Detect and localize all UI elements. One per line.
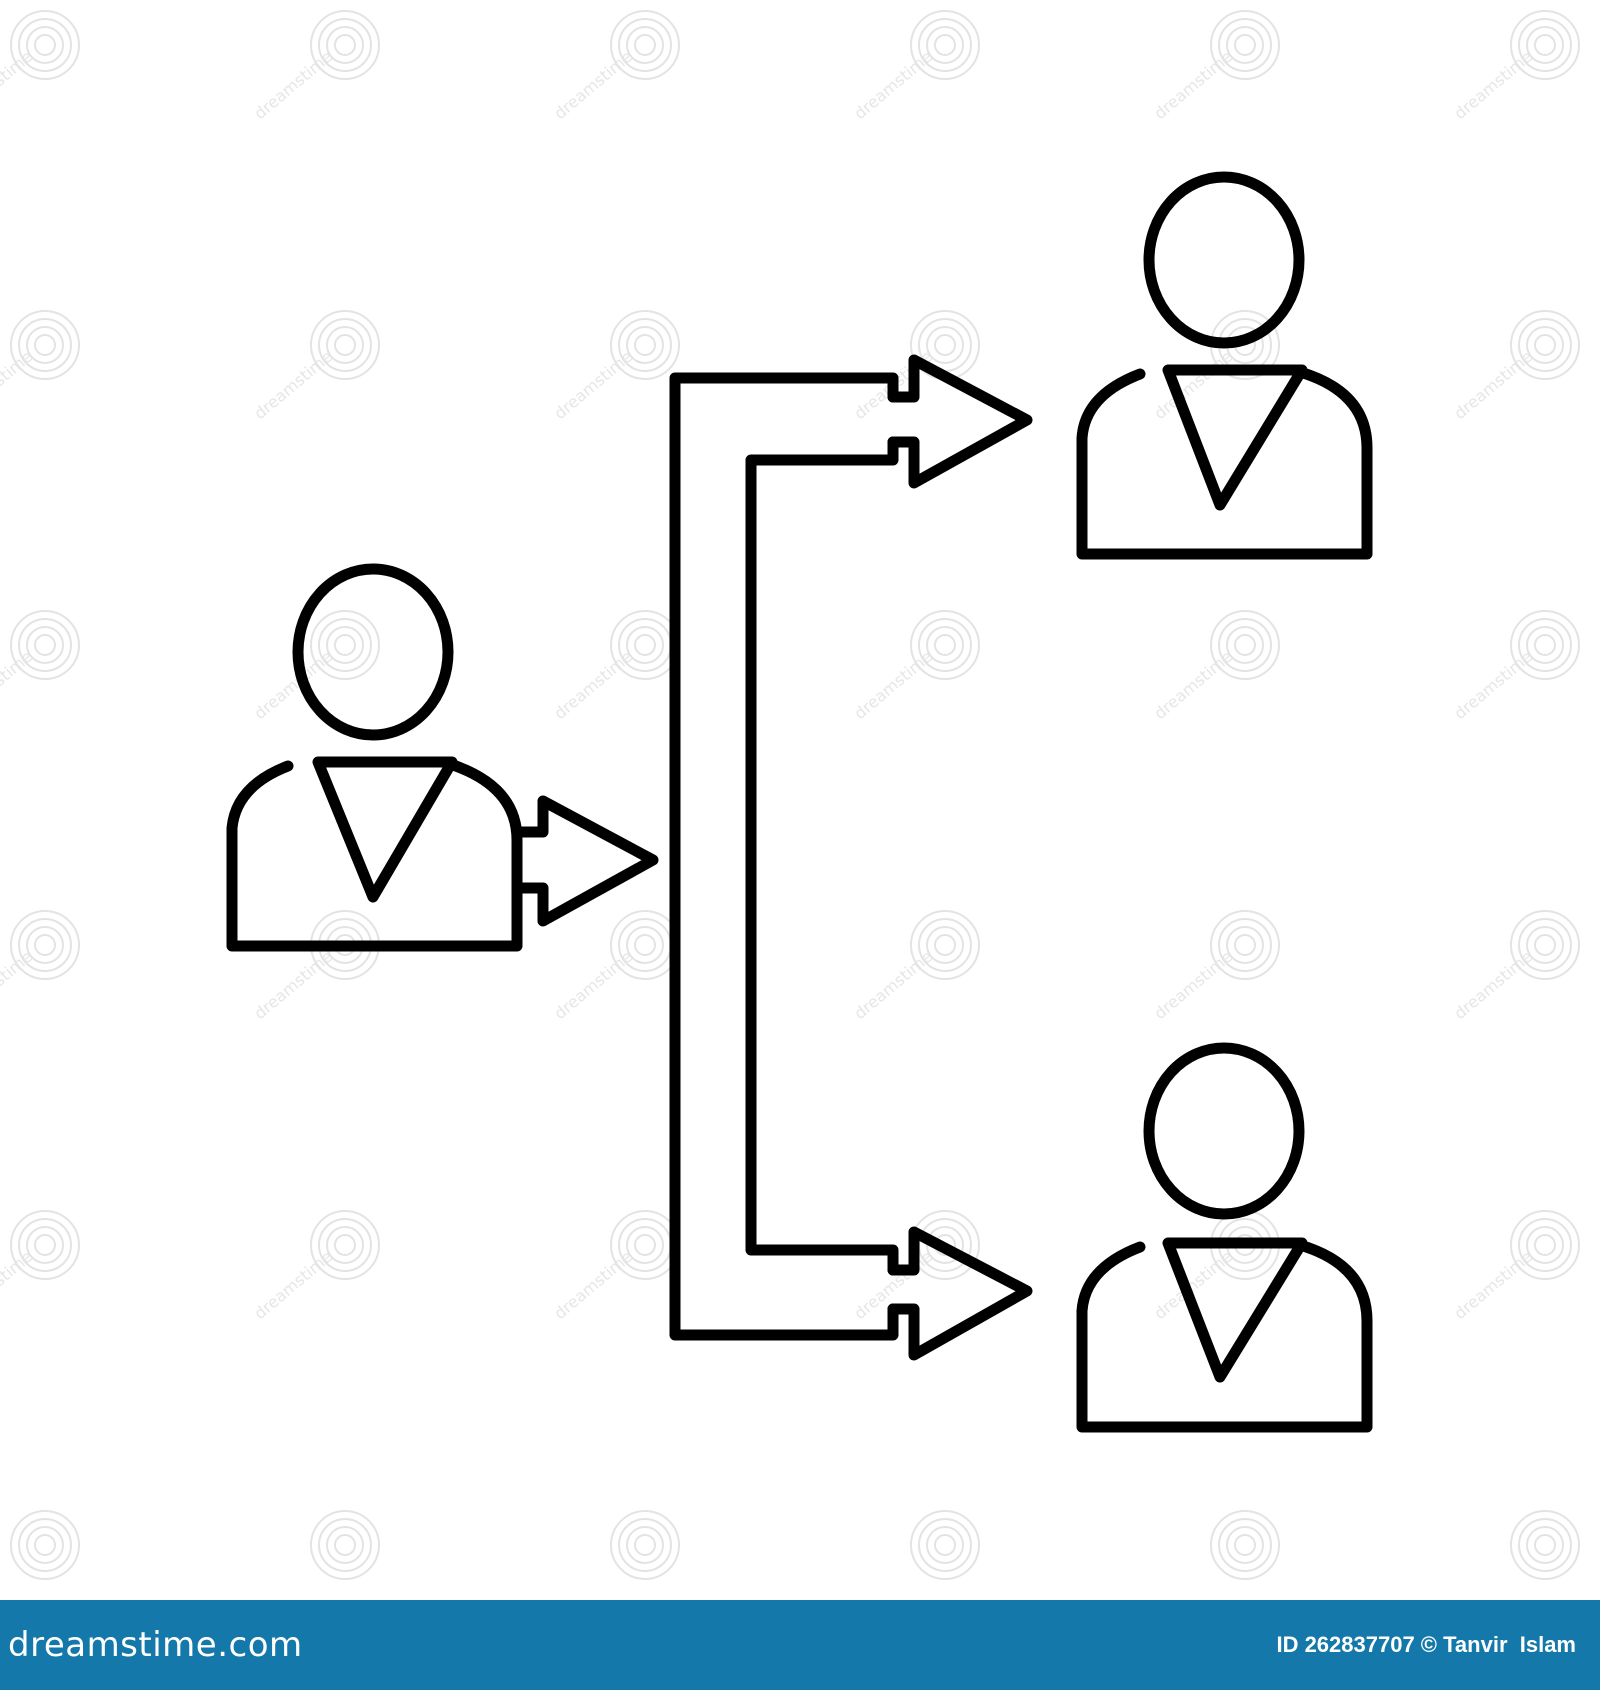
arrow-icon: [887, 1226, 1033, 1361]
watermark-text: dreamstime: [250, 1247, 336, 1323]
watermark-text: dreamstime: [850, 47, 936, 123]
spiral-watermark-icon: [310, 1210, 380, 1280]
spiral-watermark-icon: [1510, 910, 1580, 980]
connector-inner: [745, 436, 899, 1276]
watermark-text: dreamstime: [0, 947, 36, 1023]
watermark-text: dreamstime: [550, 347, 636, 423]
arrow-icon: [511, 795, 659, 927]
watermark-text: dreamstime: [1450, 47, 1536, 123]
spiral-watermark-icon: [10, 10, 80, 80]
watermark-text: dreamstime: [850, 647, 936, 723]
spiral-watermark-icon: [10, 1210, 80, 1280]
spiral-watermark-icon: [610, 1510, 680, 1580]
watermark-text: dreamstime: [250, 47, 336, 123]
spiral-watermark-icon: [910, 1510, 980, 1580]
spiral-watermark-icon: [310, 310, 380, 380]
watermark-text: dreamstime: [1450, 1247, 1536, 1323]
image-credit: ID 262837707 © Tanvir Islam: [1276, 1632, 1576, 1657]
diagram-canvas: dreamstime dreamstime dreamstime dreamstime…: [0, 10, 1580, 1580]
target-person-bottom-icon: [1076, 1042, 1373, 1433]
footer-logo[interactable]: dreamstime.com: [8, 1625, 303, 1665]
spiral-watermark-icon: [10, 910, 80, 980]
spiral-watermark-icon: [1210, 910, 1280, 980]
spiral-watermark-icon: [1510, 310, 1580, 380]
spiral-watermark-icon: [1210, 10, 1280, 80]
spiral-watermark-icon: [1510, 1210, 1580, 1280]
arrow-icon: [887, 354, 1033, 489]
watermark-text: dreamstime: [0, 47, 36, 123]
watermark-text: dreamstime: [1150, 47, 1236, 123]
watermark-text: dreamstime: [250, 347, 336, 423]
watermark-text: dreamstime: [1450, 647, 1536, 723]
watermark-text: dreamstime: [0, 1247, 36, 1323]
target-person-top-icon: [1076, 171, 1373, 560]
watermark-text: dreamstime: [550, 947, 636, 1023]
connector-outer: [669, 372, 899, 1341]
watermark-text: dreamstime: [1450, 347, 1536, 423]
spiral-watermark-icon: [910, 1210, 980, 1280]
spiral-watermark-icon: [10, 310, 80, 380]
spiral-watermark-icon: [910, 10, 980, 80]
watermark-text: dreamstime: [850, 947, 936, 1023]
watermark-text: dreamstime: [250, 947, 336, 1023]
spiral-watermark-icon: [1510, 10, 1580, 80]
watermark-text: dreamstime: [1150, 647, 1236, 723]
spiral-watermark-icon: [1210, 610, 1280, 680]
watermark-layer: dreamstime dreamstime dreamstime dreamstime…: [0, 10, 1580, 1580]
spiral-watermark-icon: [910, 910, 980, 980]
source-person-icon: [226, 563, 523, 952]
spiral-watermark-icon: [1210, 1510, 1280, 1580]
spiral-watermark-icon: [910, 610, 980, 680]
watermark-text: dreamstime: [550, 47, 636, 123]
spiral-watermark-icon: [1510, 1510, 1580, 1580]
watermark-text: dreamstime: [0, 347, 36, 423]
spiral-watermark-icon: [1510, 610, 1580, 680]
footer-bar: dreamstime.com ID 262837707 © Tanvir Isl…: [0, 1600, 1600, 1690]
spiral-watermark-icon: [310, 610, 380, 680]
spiral-watermark-icon: [610, 10, 680, 80]
spiral-watermark-icon: [610, 310, 680, 380]
watermark-text: dreamstime: [1150, 947, 1236, 1023]
watermark-text: dreamstime: [1450, 947, 1536, 1023]
watermark-text: dreamstime: [0, 647, 36, 723]
watermark-text: dreamstime: [550, 647, 636, 723]
watermark-text: dreamstime: [1150, 347, 1236, 423]
spiral-watermark-icon: [10, 610, 80, 680]
spiral-watermark-icon: [10, 1510, 80, 1580]
spiral-watermark-icon: [310, 10, 380, 80]
watermark-text: dreamstime: [550, 1247, 636, 1323]
spiral-watermark-icon: [310, 1510, 380, 1580]
